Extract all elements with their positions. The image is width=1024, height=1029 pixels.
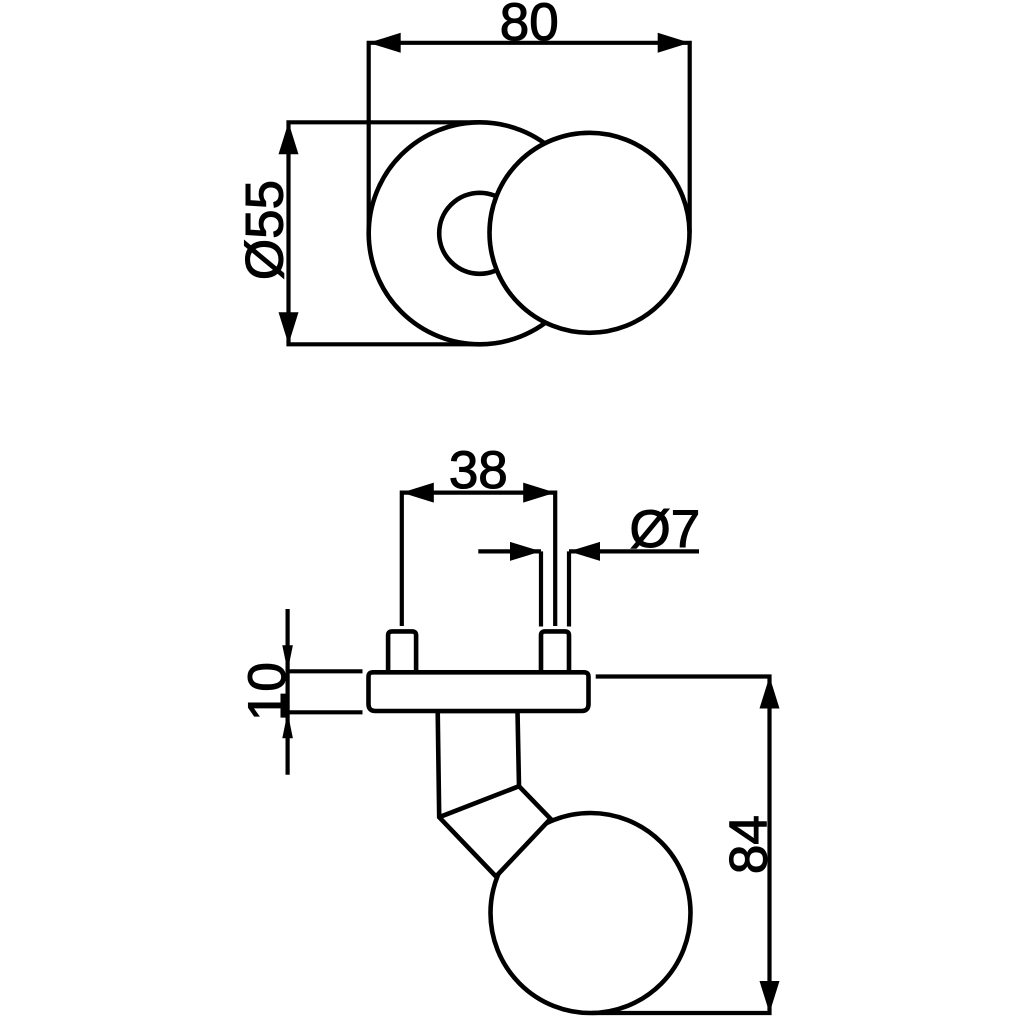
svg-text:38: 38 bbox=[449, 441, 508, 500]
svg-text:80: 80 bbox=[500, 0, 559, 52]
svg-text:Ø55: Ø55 bbox=[236, 180, 295, 280]
svg-text:Ø7: Ø7 bbox=[630, 500, 701, 559]
svg-text:10: 10 bbox=[238, 662, 297, 721]
svg-text:84: 84 bbox=[720, 815, 779, 874]
